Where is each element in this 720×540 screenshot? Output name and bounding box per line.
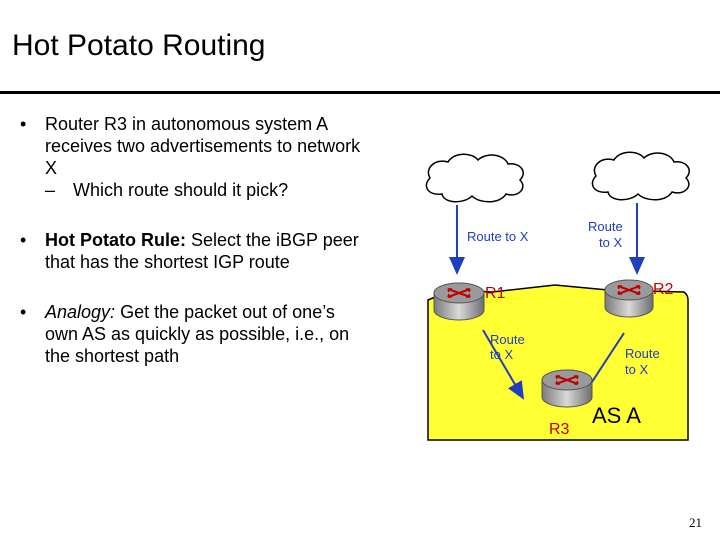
r2-to-r3-label-line2: to X [625, 362, 648, 377]
bullet-italic-lead: Analogy: [45, 302, 116, 322]
bullet-list: • Router R3 in autonomous system A recei… [20, 113, 365, 367]
sub-bullet-marker: – [45, 180, 56, 200]
bullet-text: Select the iBGP peer that has the shorte… [45, 230, 359, 272]
r2-to-r3-label-line1: Route [625, 346, 660, 361]
slide-title: Hot Potato Routing [12, 29, 266, 62]
r2-adv-label-line1: Route [588, 219, 623, 234]
r2-adv-label-line2: to X [599, 235, 622, 250]
hot-potato-diagram: Route to X Route to X R1 R2 R3 Route to … [425, 151, 690, 441]
cloud-left-icon [425, 153, 524, 203]
router-r3-label: R3 [549, 421, 570, 438]
title-divider [0, 91, 720, 94]
bullet-item: • Hot Potato Rule: Select the iBGP peer … [20, 229, 365, 273]
bullet-marker: • [20, 302, 27, 322]
r1-to-r3-arrow [482, 329, 525, 400]
bullet-text: Router R3 in autonomous system A receive… [45, 114, 361, 178]
cloud-right-icon [591, 151, 690, 201]
page-number: 21 [689, 515, 702, 530]
router-r1-icon [433, 282, 485, 321]
as-region [427, 284, 689, 441]
bullet-marker: • [20, 230, 27, 250]
bullet-bold-lead: Hot Potato Rule: [45, 230, 186, 250]
router-r2-label: R2 [653, 281, 674, 298]
bullet-item: • Analogy: Get the packet out of one’s o… [20, 301, 365, 367]
router-r2-icon [604, 279, 654, 318]
router-r3-icon [541, 369, 593, 408]
router-r1-label: R1 [485, 285, 506, 302]
r1-to-r3-label-line2: to X [490, 347, 513, 362]
r1-adv-label: Route to X [467, 229, 529, 244]
sub-bullet-text: Which route should it pick? [73, 180, 289, 200]
bullet-item: • Router R3 in autonomous system A recei… [20, 113, 365, 179]
as-label: AS A [592, 403, 641, 428]
bullet-text: Get the packet out of one’s own AS as qu… [45, 302, 350, 366]
sub-bullet-item: – Which route should it pick? [20, 179, 365, 201]
bullet-marker: • [20, 114, 27, 134]
r2-to-r3-arrow [589, 332, 625, 386]
r1-to-r3-label-line1: Route [490, 332, 525, 347]
